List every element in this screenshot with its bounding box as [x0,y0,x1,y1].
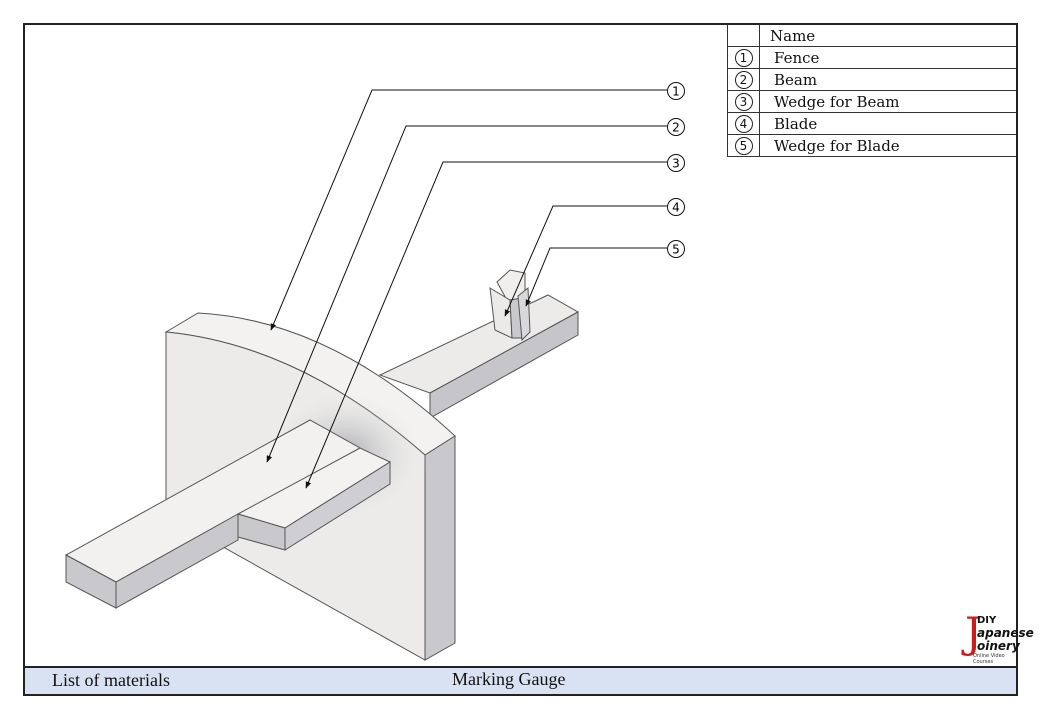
callout-2: 2 [667,118,685,136]
callout-number: 1 [672,85,680,99]
header-name-cell: Name [759,25,1016,47]
table-row: 5 Wedge for Blade [727,134,1016,157]
table-row: 3 Wedge for Beam [727,90,1016,113]
leader-line-5 [525,247,667,307]
title-block: List of materials Marking Gauge [25,666,1016,694]
leader-line-1 [270,89,667,331]
callout-1: 1 [667,82,685,100]
callout-number: 2 [672,121,680,135]
header-num-cell [727,25,760,47]
callout-4: 4 [667,198,685,216]
row-name-cell: Wedge for Blade [759,134,1016,157]
table-spacer-row [727,156,1016,163]
logo-tagline: Online Video Courses [973,653,1005,665]
beam-wedge-part [236,447,392,551]
row-name-cell: Wedge for Beam [759,90,1016,113]
blade-part [489,269,531,342]
row-number-badge: 4 [734,114,753,133]
row-number-badge: 1 [734,48,753,67]
callout-number: 5 [672,243,680,257]
row-number-badge: 2 [734,70,753,89]
row-number-badge: 5 [734,136,753,155]
logo-line-1: DIY [977,615,997,626]
leader-line-3 [305,161,667,489]
row-num-cell: 3 [727,90,760,113]
row-num-cell: 2 [727,68,760,91]
row-name-cell: Fence [759,46,1016,69]
row-num-cell: 1 [727,46,760,69]
callout-3: 3 [667,154,685,172]
logo-initial: J [965,608,982,657]
row-num-cell: 4 [727,112,760,135]
list-of-materials-label: List of materials [52,670,170,690]
table-row: 1 Fence [727,46,1016,69]
table-row: 2 Beam [727,68,1016,91]
table-row: 4 Blade [727,112,1016,135]
leader-line-4 [504,205,667,317]
logo-line-2: apanese [977,626,1034,640]
row-number-badge: 3 [734,92,753,111]
callout-5: 5 [667,240,685,258]
row-num-cell: 5 [727,134,760,157]
drawing-title: Marking Gauge [452,669,566,689]
beam-part [64,419,362,609]
row-name-cell: Beam [759,68,1016,91]
logo-line-3: oinery [977,639,1020,653]
leader-line-2 [266,125,667,463]
callout-number: 3 [672,157,680,171]
leader-lines [266,89,667,489]
row-name-cell: Blade [759,112,1016,135]
table-header-row: Name [727,25,1016,47]
parts-list-table: Name 1 Fence 2 Beam 3 Wedge for Beam 4 B… [727,25,1016,163]
diy-japanese-joinery-logo: J DIY apanese oinery Online Video Course… [965,608,1034,666]
callout-number: 4 [672,201,680,215]
drawing-frame [23,23,1018,696]
